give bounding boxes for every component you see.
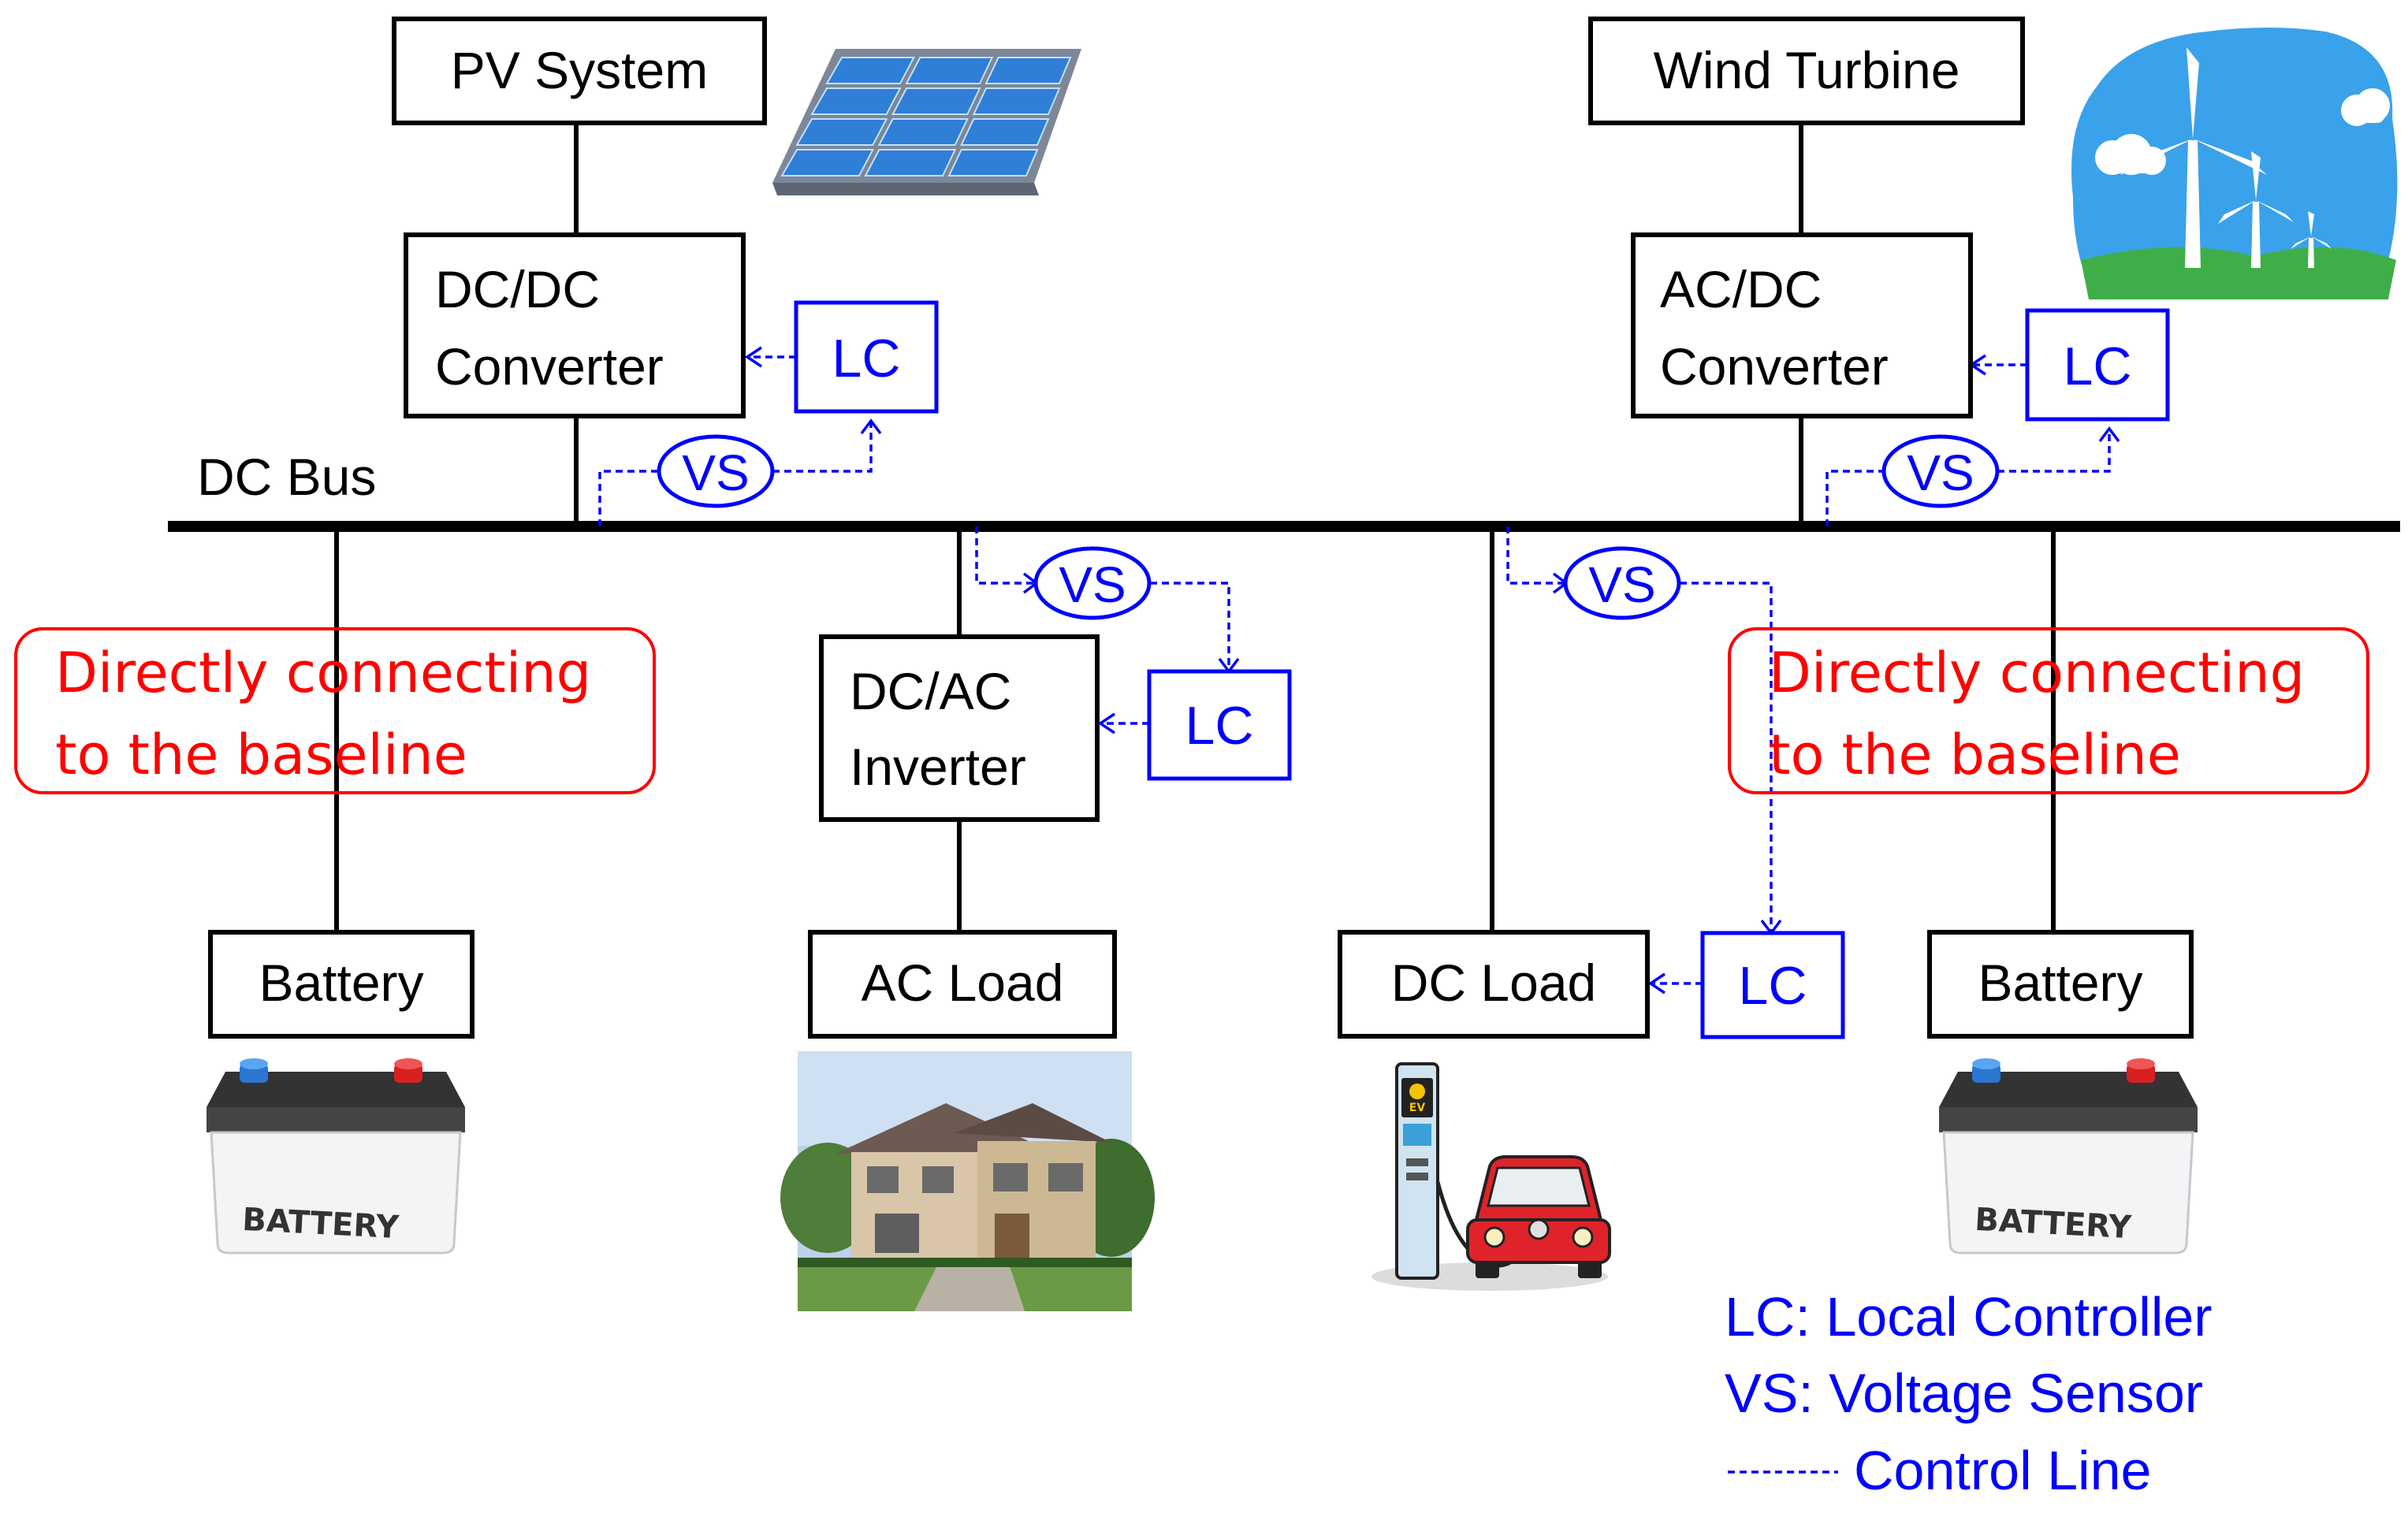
control-line-bus-to-vs3 bbox=[975, 526, 1035, 585]
control-line-bus-to-vs4 bbox=[1506, 526, 1565, 585]
lc-wind-label: LC bbox=[2064, 336, 2132, 396]
callout-right: Directly connecting to the baseline bbox=[1728, 627, 2369, 794]
battery-left-box: Battery bbox=[208, 930, 475, 1039]
acdc-label-line1: AC/DC bbox=[1660, 260, 1822, 318]
arrowhead-lc2 bbox=[2098, 426, 2120, 443]
battery-right-label: Battery bbox=[1978, 954, 2142, 1012]
solar-panel-illustration bbox=[772, 49, 1081, 195]
legend: LC: Local Controller VS: Voltage Sensor … bbox=[1725, 1286, 2213, 1501]
control-line-bus-to-vs2 bbox=[1826, 470, 1884, 526]
control-line-vs3-to-lc3 bbox=[1150, 582, 1230, 670]
callout-left-line2: to the baseline bbox=[55, 723, 467, 787]
control-line-vs1-to-lc1 bbox=[772, 422, 873, 473]
solar-cell bbox=[972, 87, 1061, 115]
dcac-inverter-box: DC/AC Inverter bbox=[819, 634, 1100, 822]
arrowhead-dcload bbox=[1647, 972, 1666, 994]
control-line-vs4-to-lc4 bbox=[1680, 582, 1773, 931]
solar-cell bbox=[960, 118, 1050, 146]
arrowhead-dcac bbox=[1097, 712, 1115, 734]
dc-load-label: DC Load bbox=[1391, 954, 1597, 1012]
solar-cell bbox=[780, 149, 874, 177]
acdc-label-line2: Converter bbox=[1660, 337, 1889, 396]
legend-lc: LC: Local Controller bbox=[1725, 1286, 2213, 1348]
callout-right-line1: Directly connecting bbox=[1769, 641, 2305, 705]
solar-cell bbox=[877, 118, 969, 146]
solar-cell bbox=[825, 57, 915, 84]
dcdc-label-line1: DC/DC bbox=[435, 260, 600, 318]
battery-right-print: BATTERY bbox=[1974, 1202, 2133, 1246]
callout-left: Directly connecting to the baseline bbox=[14, 627, 656, 794]
voltage-sensor-dcload: VS bbox=[1563, 546, 1681, 620]
dc-bus-label: DC Bus bbox=[197, 448, 376, 506]
voltage-sensor-pv: VS bbox=[657, 434, 775, 508]
arrowhead-dcdc bbox=[744, 346, 762, 368]
battery-left-illustration: BATTERY bbox=[207, 1058, 465, 1255]
callout-left-line1: Directly connecting bbox=[55, 641, 591, 705]
arrowhead-lc1 bbox=[860, 418, 882, 435]
solar-cell bbox=[864, 149, 957, 177]
solar-cell bbox=[891, 87, 981, 115]
power-wiring bbox=[168, 125, 2400, 932]
pv-system-label: PV System bbox=[451, 41, 708, 99]
lc-pv-label: LC bbox=[832, 329, 901, 388]
ac-load-box: AC Load bbox=[808, 930, 1117, 1039]
local-controller-wind: LC bbox=[2025, 308, 2170, 422]
control-line-bus-to-vs1 bbox=[598, 470, 659, 526]
vs-wind-label: VS bbox=[1907, 444, 1974, 501]
solar-cell bbox=[947, 149, 1039, 177]
battery-right-illustration: BATTERY bbox=[1939, 1058, 2198, 1255]
dcac-label-line2: Inverter bbox=[850, 738, 1026, 796]
battery-left-label: Battery bbox=[259, 954, 423, 1012]
wind-turbine-illustration bbox=[2071, 28, 2398, 299]
local-controller-dcload: LC bbox=[1700, 931, 1845, 1039]
local-controller-inverter: LC bbox=[1147, 669, 1292, 781]
wind-turbine-label: Wind Turbine bbox=[1654, 41, 1960, 99]
house-illustration bbox=[780, 1051, 1155, 1311]
solar-cell bbox=[984, 57, 1072, 84]
ev-charging-illustration: EV bbox=[1371, 1062, 1611, 1291]
legend-vs: VS: Voltage Sensor bbox=[1725, 1362, 2203, 1424]
local-controller-pv: LC bbox=[794, 300, 939, 414]
vs-pv-label: VS bbox=[682, 444, 749, 501]
ev-print: EV bbox=[1409, 1102, 1426, 1114]
lc-inverter-label: LC bbox=[1185, 696, 1254, 756]
dcac-label-line1: DC/AC bbox=[850, 662, 1011, 720]
voltage-sensor-wind: VS bbox=[1881, 434, 2000, 508]
battery-right-box: Battery bbox=[1927, 930, 2194, 1039]
callout-right-line2: to the baseline bbox=[1769, 723, 2181, 787]
vs-inverter-label: VS bbox=[1059, 556, 1126, 613]
dcdc-converter-box: DC/DC Converter bbox=[404, 232, 746, 418]
control-line-vs2-to-lc2 bbox=[1997, 430, 2111, 473]
dcdc-label-line2: Converter bbox=[435, 337, 664, 396]
wind-turbine-box: Wind Turbine bbox=[1588, 17, 2025, 125]
pv-system-box: PV System bbox=[392, 17, 767, 125]
battery-left-print: BATTERY bbox=[241, 1202, 400, 1246]
legend-control-line: Control Line bbox=[1854, 1440, 2151, 1501]
acdc-converter-box: AC/DC Converter bbox=[1631, 232, 1973, 418]
dc-load-box: DC Load bbox=[1338, 930, 1650, 1039]
solar-cell bbox=[905, 57, 994, 84]
solar-cell bbox=[795, 118, 888, 146]
voltage-sensor-inverter: VS bbox=[1033, 546, 1152, 620]
lc-dcload-label: LC bbox=[1739, 956, 1807, 1016]
solar-cell bbox=[810, 87, 902, 115]
vs-dcload-label: VS bbox=[1588, 556, 1655, 613]
ac-load-label: AC Load bbox=[862, 954, 1064, 1012]
